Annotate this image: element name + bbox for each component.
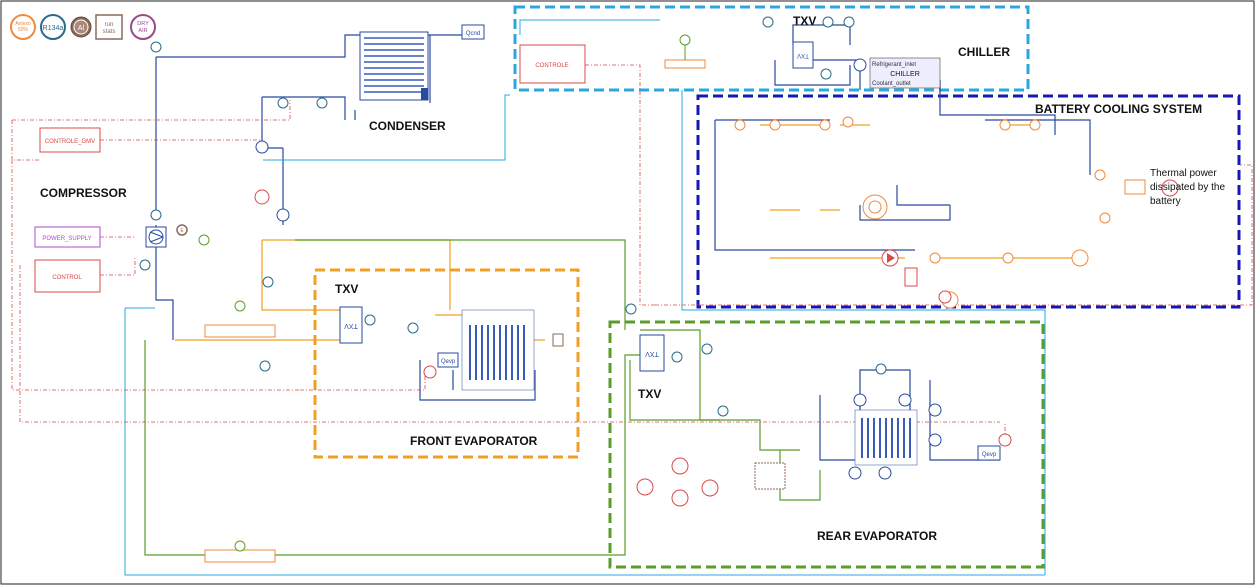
battery-valve-assembly[interactable] xyxy=(863,195,887,219)
chiller-title: CHILLER xyxy=(958,45,1010,59)
rear-evap-title: REAR EVAPORATOR xyxy=(817,529,937,543)
qcnd-block[interactable]: Qcnd xyxy=(462,25,484,39)
battery-sensors[interactable] xyxy=(735,117,1110,308)
battery-title: BATTERY COOLING SYSTEM xyxy=(1035,102,1202,116)
condenser[interactable] xyxy=(360,32,428,100)
green-lines xyxy=(145,240,820,555)
rear-evaporator[interactable] xyxy=(855,410,917,465)
refrigerant-lines xyxy=(156,25,1090,460)
txv-front[interactable]: TXV xyxy=(340,307,362,343)
controle-box[interactable]: CONTROLE xyxy=(520,45,585,83)
rear-blower-mixer[interactable] xyxy=(755,463,785,489)
power-supply-box[interactable]: POWER_SUPPLY xyxy=(35,227,100,247)
svg-text:TXV: TXV xyxy=(645,350,659,357)
badge-dry-line1: DRY xyxy=(137,21,149,27)
qevp-front-block[interactable]: Qevp xyxy=(438,353,458,367)
control-label: CONTROL xyxy=(52,275,82,281)
compressor-title: COMPRESSOR xyxy=(40,186,127,200)
battery-pump[interactable] xyxy=(882,250,898,266)
controle-gmv-label: CONTROLE_GMV xyxy=(45,139,95,145)
compressor-temp-probe[interactable] xyxy=(199,235,209,245)
condenser-title: CONDENSER xyxy=(369,119,446,133)
badge-r134a[interactable]: R134a xyxy=(41,15,65,39)
badge-run-line1: run xyxy=(105,22,114,28)
badge-antexo[interactable]: Antexo 50% xyxy=(11,15,35,39)
fan-icons[interactable] xyxy=(256,59,941,479)
front-air-source[interactable] xyxy=(553,334,563,346)
badge-run-line2: stats xyxy=(103,29,116,35)
legend-badges: Antexo 50% R134a Al run stats DRY AIR xyxy=(11,15,155,39)
chiller-box-label: CHILLER xyxy=(890,71,920,78)
annotation-line3: battery xyxy=(1150,196,1181,207)
txv-front-title: TXV xyxy=(335,282,358,296)
compressor[interactable] xyxy=(146,227,166,247)
light-blue-lines xyxy=(125,20,1045,575)
compressor-sensor-e[interactable]: E xyxy=(177,225,187,235)
badge-antexo-line2: 50% xyxy=(18,27,29,33)
control-lines xyxy=(12,65,1252,440)
chiller-component[interactable]: Refrigerant_inlet CHILLER Coolant_outlet xyxy=(870,58,940,88)
badge-dry-air[interactable]: DRY AIR xyxy=(131,15,155,39)
front-evaporator[interactable] xyxy=(462,310,534,390)
battery-heater[interactable] xyxy=(905,268,917,286)
svg-text:TXV: TXV xyxy=(344,322,358,329)
badge-r134a-label: R134a xyxy=(43,25,64,32)
refrigerant-inlet-label: Refrigerant_inlet xyxy=(872,62,916,68)
txv-chiller[interactable]: TXV xyxy=(793,42,813,68)
annotation-line1: Thermal power xyxy=(1150,168,1217,179)
txv-rear-title: TXV xyxy=(638,387,661,401)
annotation-line2: dissipated by the xyxy=(1150,182,1225,193)
txv-rear[interactable]: TXV xyxy=(640,335,664,371)
txv-chiller-title: TXV xyxy=(793,14,816,28)
controle-label: CONTROLE xyxy=(535,63,568,69)
qevp-label: Qevp xyxy=(982,452,997,458)
badge-al[interactable]: Al xyxy=(71,17,91,37)
coolant-outlet-label: Coolant_outlet xyxy=(872,81,911,87)
badge-dry-line2: AIR xyxy=(138,28,147,34)
badge-run-stats[interactable]: run stats xyxy=(96,15,122,39)
battery-annotation: Thermal power dissipated by the battery xyxy=(1150,168,1225,207)
front-evap-title: FRONT EVAPORATOR xyxy=(410,434,538,448)
qevp-front-label: Qevp xyxy=(441,359,456,365)
badge-al-label: Al xyxy=(78,25,85,32)
green-probes[interactable] xyxy=(235,301,245,551)
control-box[interactable]: CONTROL xyxy=(35,260,100,292)
qevp-block[interactable]: Qevp xyxy=(978,446,1000,460)
controle-gmv-box[interactable]: CONTROLE_GMV xyxy=(40,128,100,152)
svg-text:TXV: TXV xyxy=(797,52,809,58)
chiller-expansion[interactable] xyxy=(665,35,705,68)
rear-signal-sources[interactable] xyxy=(637,458,718,506)
qcnd-label: Qcnd xyxy=(466,31,480,37)
power-supply-label: POWER_SUPPLY xyxy=(42,236,91,242)
